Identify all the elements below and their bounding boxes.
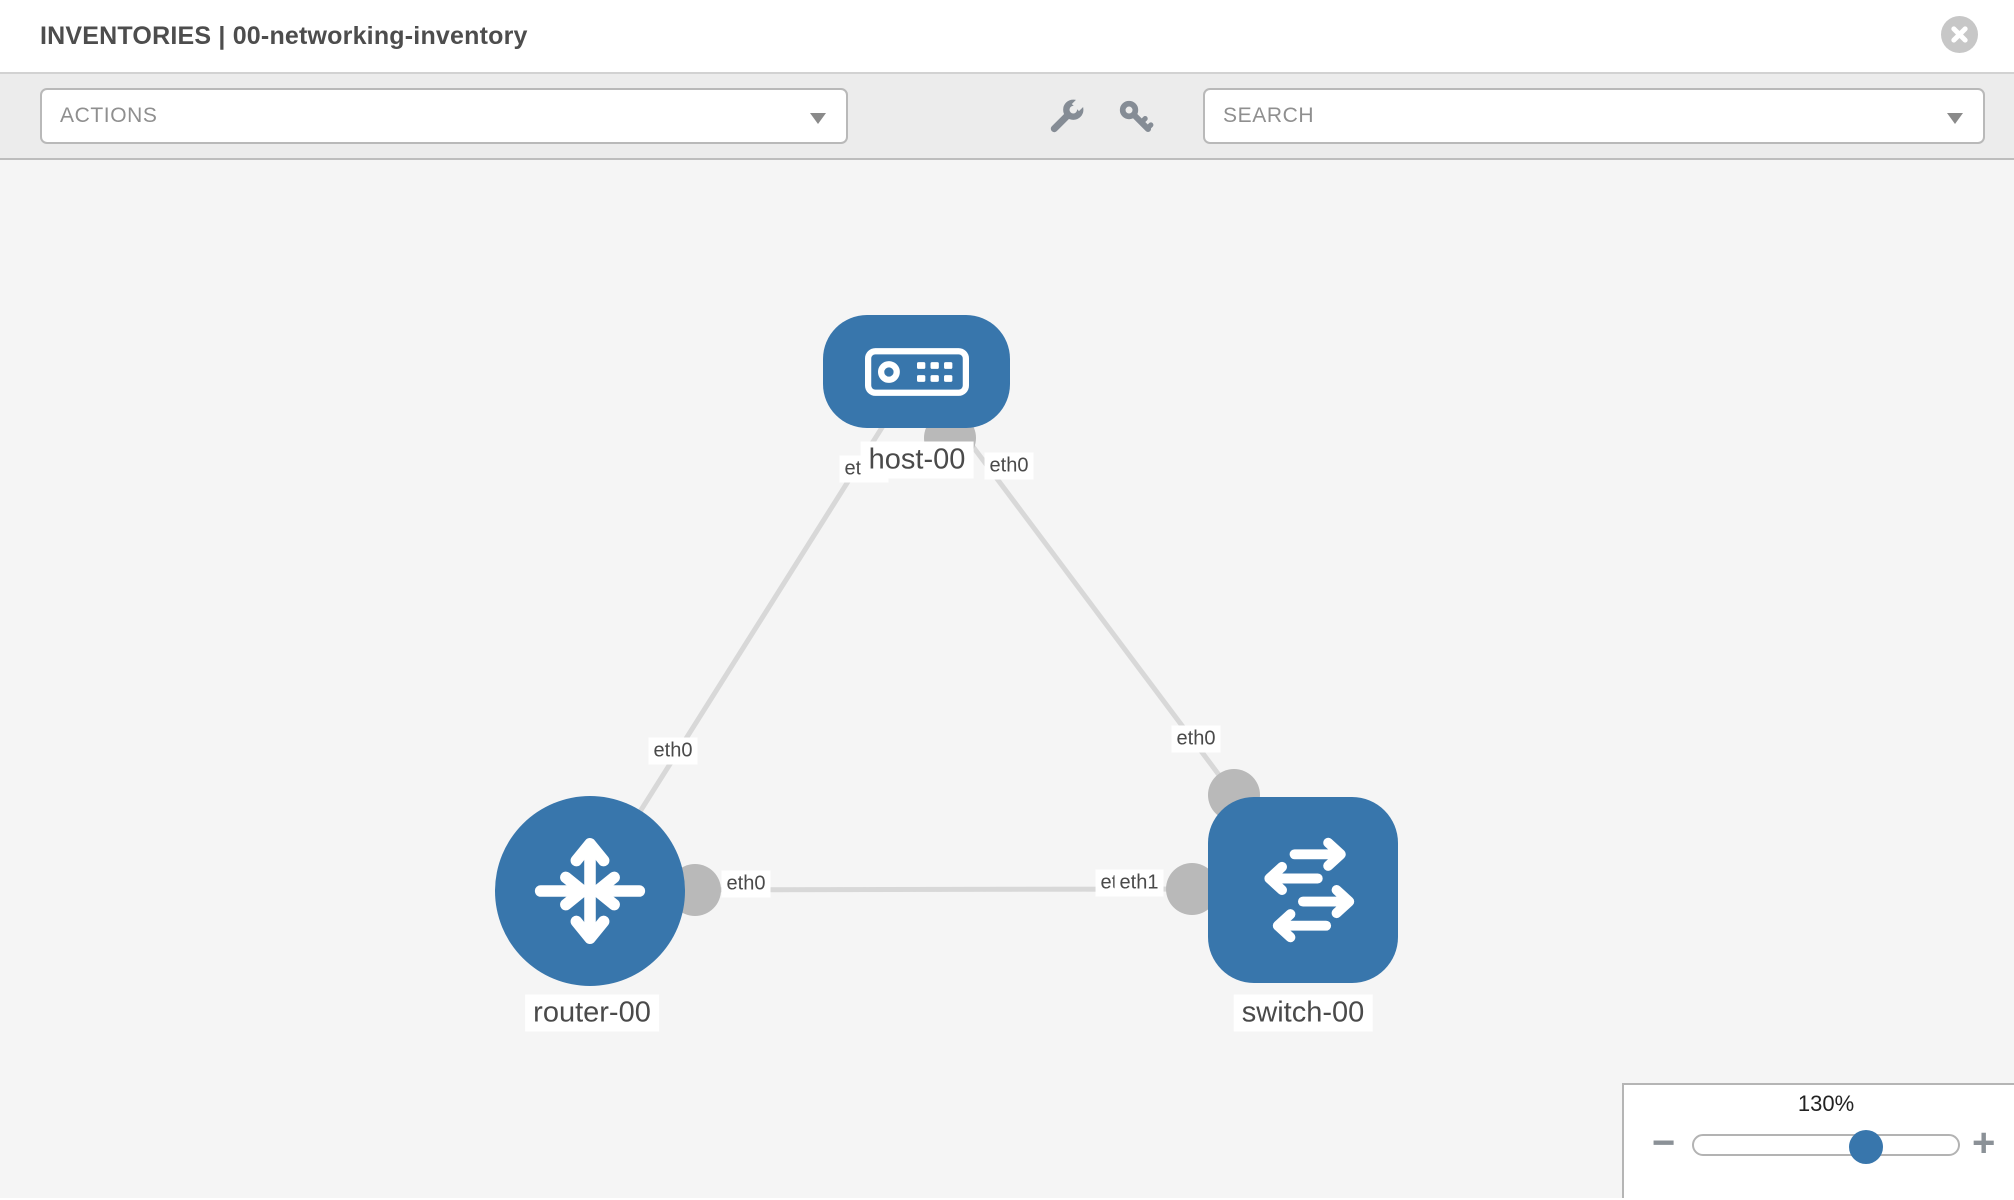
- interface-dot: [1166, 863, 1218, 915]
- key-icon: [1119, 100, 1154, 133]
- node-label-switch: switch-00: [1233, 994, 1373, 1032]
- close-icon[interactable]: [1941, 16, 1978, 53]
- iface-label-switch-eth1: eth1: [1114, 869, 1164, 897]
- chevron-down-icon: [810, 113, 826, 124]
- iface-label-router-eth0-top: eth0: [648, 737, 698, 765]
- topology-canvas[interactable]: host-00 router-00 switch-00 eth0 eth0 et…: [0, 160, 2014, 1198]
- wrench-icon: [1050, 96, 1087, 133]
- chevron-down-icon: [1947, 113, 1963, 124]
- zoom-slider-track[interactable]: [1692, 1134, 1960, 1156]
- zoom-level-value: 130%: [1797, 1091, 1855, 1116]
- node-router-00[interactable]: [495, 796, 685, 986]
- actions-dropdown[interactable]: ACTIONS: [40, 88, 848, 144]
- node-switch-00[interactable]: [1208, 797, 1398, 983]
- toolbar: ACTIONS SEARCH: [0, 74, 2014, 160]
- search-placeholder: SEARCH: [1223, 104, 1315, 127]
- node-label-router: router-00: [525, 994, 659, 1032]
- panel-header: INVENTORIES | 00-networking-inventory: [0, 0, 2014, 74]
- zoom-slider-handle[interactable]: [1849, 1130, 1883, 1164]
- zoom-control-panel: 130% − +: [1622, 1083, 2014, 1198]
- search-dropdown[interactable]: SEARCH: [1203, 88, 1985, 144]
- iface-label-switch-eth0-top: eth0: [1171, 725, 1221, 753]
- credentials-button[interactable]: [1117, 98, 1155, 136]
- host-icon: [864, 347, 969, 396]
- tools-button[interactable]: [1047, 96, 1087, 136]
- zoom-out-button[interactable]: −: [1652, 1121, 1676, 1165]
- switch-icon: [1264, 837, 1355, 943]
- node-label-host: host-00: [860, 441, 974, 479]
- links-layer: [587, 370, 1260, 916]
- actions-dropdown-label: ACTIONS: [60, 104, 158, 127]
- iface-label-host-eth0-right: eth0: [984, 452, 1034, 480]
- iface-label-router-eth0-right: eth0: [721, 870, 771, 898]
- node-host-00[interactable]: [823, 315, 1010, 428]
- zoom-in-button[interactable]: +: [1972, 1121, 1996, 1165]
- page-title: INVENTORIES | 00-networking-inventory: [40, 22, 528, 50]
- router-icon: [534, 837, 646, 945]
